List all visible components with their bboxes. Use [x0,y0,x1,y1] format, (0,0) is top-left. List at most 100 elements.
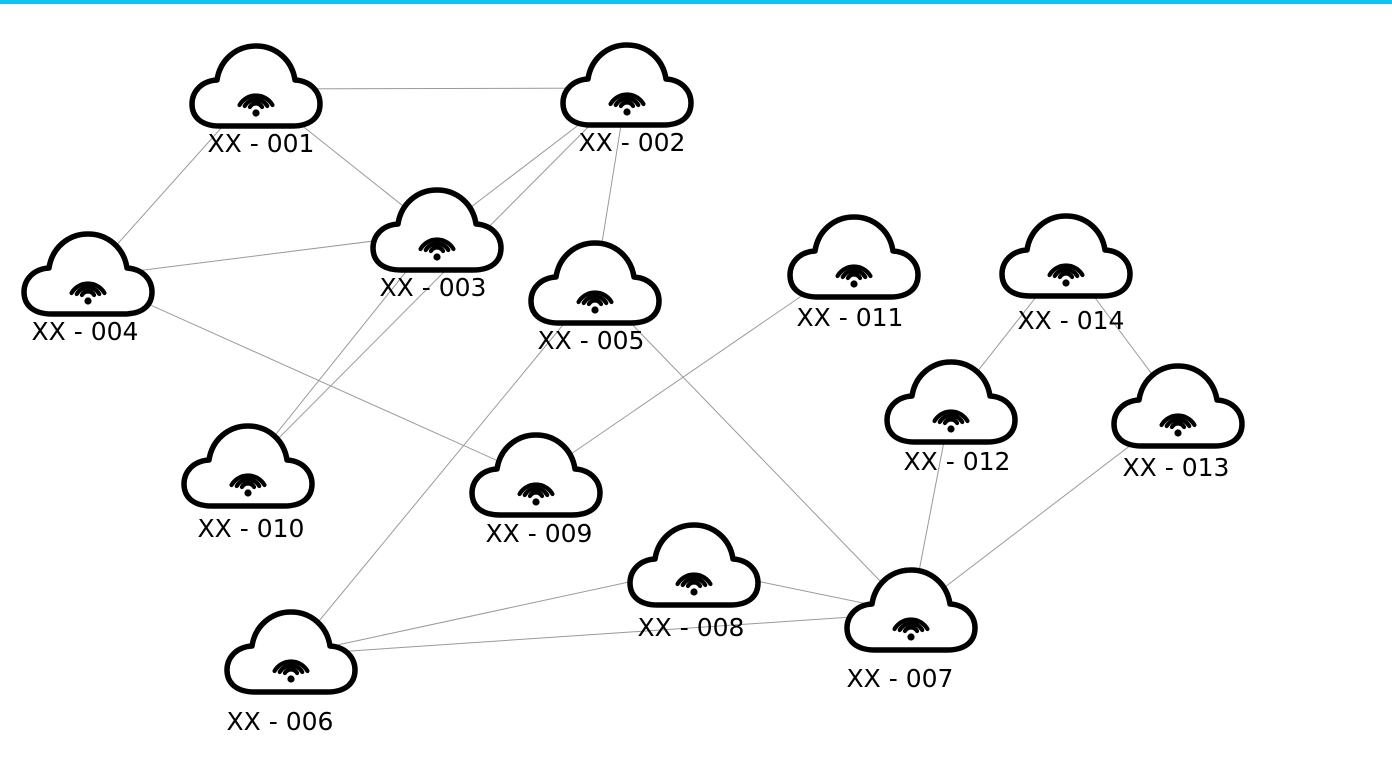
cloud-icon [224,609,358,695]
wifi-arc-1 [675,572,713,587]
wifi-icon [892,617,930,641]
wifi-arc-2 [581,294,609,306]
cloud-icon [370,187,504,273]
wifi-arc-2 [522,486,550,498]
cloud-icon [560,42,694,128]
wifi-dot [84,297,92,305]
cloud-wifi-icon [469,432,603,518]
cloud-icon [181,423,315,509]
wifi-arc-2 [840,268,868,280]
edge-005-006 [290,285,596,656]
node-label: XX - 011 [797,303,904,332]
wifi-arc-3 [79,289,97,298]
wifi-arc-2 [680,576,708,588]
wifi-arc-3 [527,490,545,499]
wifi-arc-2 [234,477,262,489]
cloud-wifi-icon [627,522,761,608]
cloud-icon [884,359,1018,445]
wifi-arc-1 [1159,413,1197,428]
wifi-arc-1 [272,659,310,674]
node-006[interactable]: XX - 006 [224,609,358,736]
cloud-icon [528,240,662,326]
top-accent-bar [0,0,1392,4]
cloud-icon [844,567,978,653]
wifi-arc-1 [835,264,873,279]
node-label: XX - 002 [579,128,686,157]
cloud-wifi-icon [787,214,921,300]
edge-005-007 [594,285,912,614]
cloud-wifi-icon [189,43,323,129]
node-009[interactable]: XX - 009 [469,432,603,548]
wifi-arc-2 [897,621,925,633]
wifi-arc-3 [845,272,863,281]
cloud-wifi-icon [181,423,315,509]
cloud-wifi-icon [21,231,155,317]
node-008[interactable]: XX - 008 [627,522,761,642]
node-label: XX - 009 [486,519,593,548]
node-001[interactable]: XX - 001 [189,43,323,158]
wifi-dot [244,489,252,497]
edge-006-008 [290,567,695,656]
wifi-arc-3 [1169,421,1187,430]
cloud-icon [787,214,921,300]
node-label: XX - 008 [638,613,745,642]
wifi-arc-1 [517,482,555,497]
node-004[interactable]: XX - 004 [21,231,155,346]
cloud-icon [627,522,761,608]
cloud-wifi-icon [884,359,1018,445]
wifi-dot [1062,279,1070,287]
wifi-icon [1159,413,1197,437]
wifi-arc-3 [247,101,265,110]
cloud-icon [21,231,155,317]
node-label: XX - 004 [32,317,139,346]
edge-002-010 [247,87,628,470]
cloud-icon [1111,363,1245,449]
cloud-wifi-icon [224,609,358,695]
node-013[interactable]: XX - 013 [1111,363,1245,482]
wifi-dot [252,109,260,117]
wifi-arc-2 [613,96,641,108]
wifi-icon [418,237,456,261]
wifi-arc-1 [237,93,275,108]
node-label: XX - 001 [208,129,315,158]
wifi-arc-3 [1057,271,1075,280]
cloud-wifi-icon [999,213,1133,299]
node-label: XX - 014 [1018,306,1125,335]
wifi-arc-2 [937,413,965,425]
wifi-dot [850,280,858,288]
cloud-wifi-icon [560,42,694,128]
wifi-arc-3 [428,245,446,254]
node-005[interactable]: XX - 005 [528,240,662,355]
wifi-icon [675,572,713,596]
node-010[interactable]: XX - 010 [181,423,315,543]
wifi-arc-3 [586,298,604,307]
node-014[interactable]: XX - 014 [999,213,1133,335]
wifi-arc-2 [1052,267,1080,279]
edge-004-009 [87,276,537,479]
node-011[interactable]: XX - 011 [787,214,921,332]
node-002[interactable]: XX - 002 [560,42,694,157]
wifi-icon [835,264,873,288]
wifi-arc-1 [892,617,930,632]
node-label: XX - 010 [198,514,305,543]
edge-006-007 [290,612,912,656]
wifi-arc-3 [618,100,636,109]
wifi-dot [1174,429,1182,437]
node-007[interactable]: XX - 007 [844,567,978,693]
wifi-arc-2 [1164,417,1192,429]
wifi-dot [287,675,295,683]
cloud-icon [189,43,323,129]
wifi-arc-3 [942,417,960,426]
cloud-icon [469,432,603,518]
nodes-layer: XX - 001 XX - 002 XX - 003 XX - 004 XX - 005… [21,42,1245,736]
wifi-arc-3 [902,625,920,634]
node-label: XX - 003 [380,273,487,302]
wifi-arc-1 [576,290,614,305]
wifi-arc-1 [69,281,107,296]
wifi-dot [623,108,631,116]
wifi-icon [576,290,614,314]
node-003[interactable]: XX - 003 [370,187,504,302]
node-012[interactable]: XX - 012 [884,359,1018,476]
wifi-icon [69,281,107,305]
